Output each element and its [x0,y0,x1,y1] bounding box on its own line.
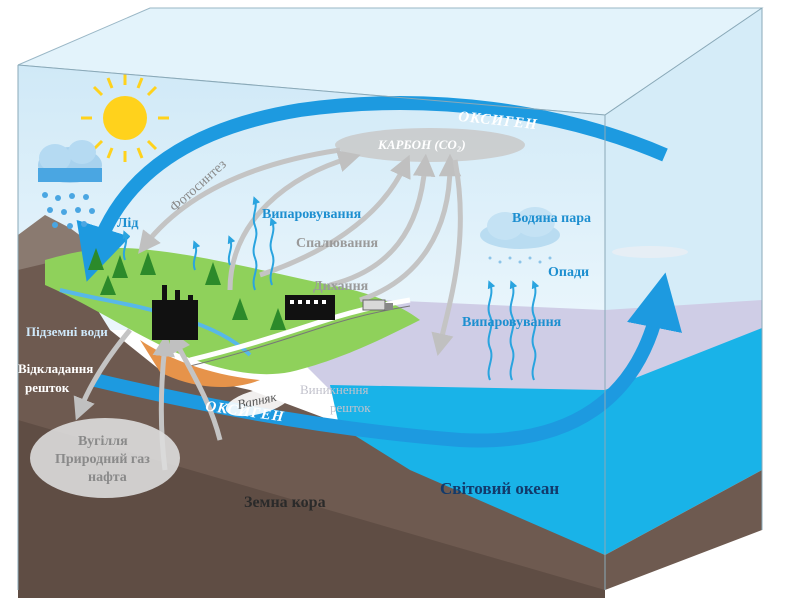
evaporation-ocean-label: Випаровування [462,315,562,330]
fossil-label-2: Природний газ [55,452,150,467]
evaporation-arrows-land [122,196,278,291]
carbon-cloud [335,128,525,162]
fossil-label-1: Вугілля [78,434,128,449]
combustion-label: Спалювання [296,236,379,251]
oxygen-arrow-bottom [93,272,682,448]
green-land [45,248,420,375]
water-vapor-label: Водяна пара [512,211,592,226]
fossil-fuel-deposit [30,418,180,498]
vapor-cloud-icon [480,207,560,264]
ice-label: Лід [117,216,139,231]
world-ocean-label: Світовий океан [440,479,560,498]
cloud-icon [38,140,102,183]
precipitation-label: Опади [548,265,590,280]
limestone-deposit [225,387,291,417]
evaporation-arrows-ocean [487,280,540,381]
groundwater-label: Підземні води [26,324,108,339]
truck-icon [362,299,393,311]
soil-layer [140,340,260,387]
sediment-faded-label-2: решток [330,400,371,415]
sediment-faded-label: Виникнення [300,382,369,397]
carbon-label: КАРБОН (CO₂) [378,137,466,152]
deposition-label-2: решток [25,380,70,395]
fossil-label-3: нафта [88,470,127,485]
small-cloud [612,246,688,258]
evaporation-land-label: Випаровування [262,207,362,222]
oxygen-arrow-top [76,96,668,282]
sun-icon [81,74,169,162]
box-edges [17,7,763,590]
road-border [189,305,411,367]
tree-icon [88,248,286,330]
deposition-label-1: Відкладання [18,361,94,376]
mountain [18,215,100,270]
factory-icon [152,285,198,340]
earth-crust-label: Земна кора [244,494,326,511]
building-icon [285,295,335,320]
ocean-water [330,328,762,555]
snowflake-icon [42,192,95,229]
respiration-label: Дихання [313,279,369,294]
